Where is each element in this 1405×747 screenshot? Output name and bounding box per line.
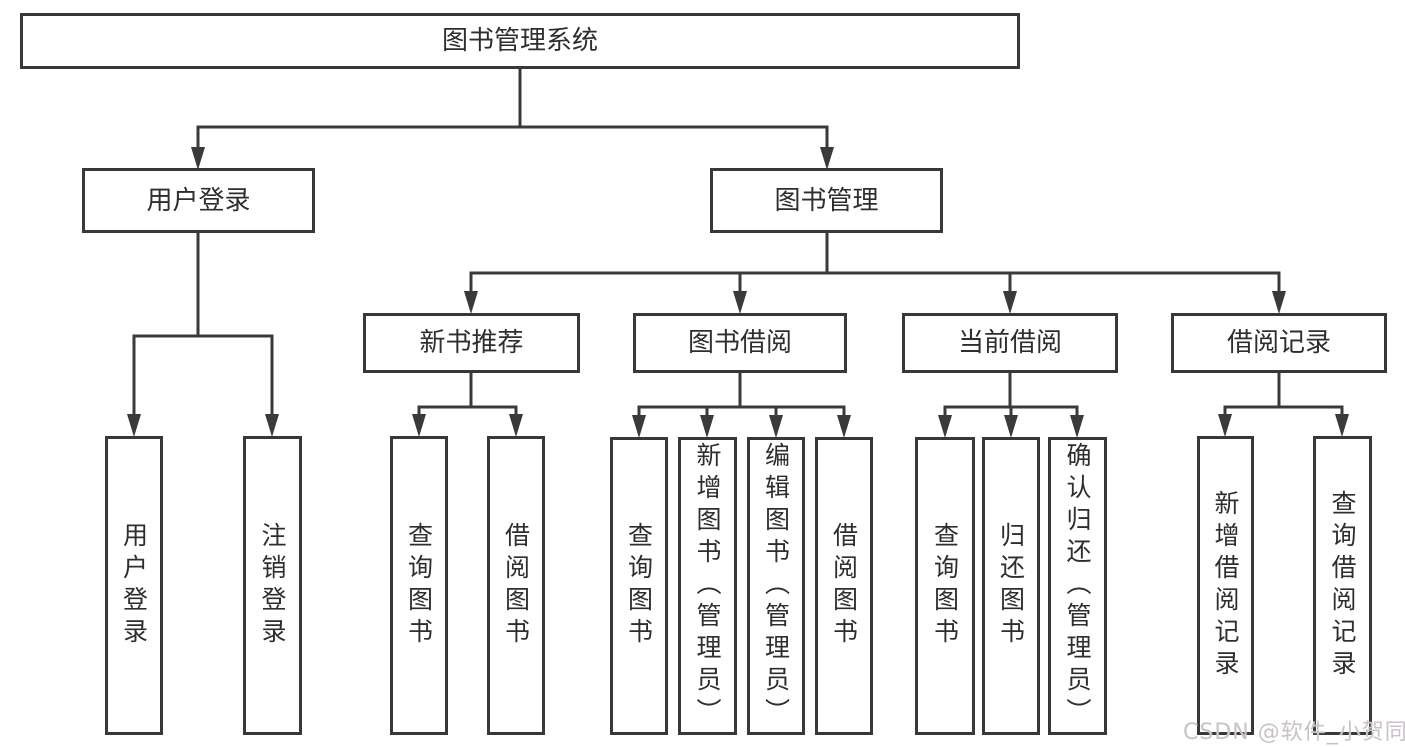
leaf-recommend-borrow-book: 借阅图书 bbox=[487, 436, 545, 735]
leaf-label: 查询借阅记录 bbox=[1328, 489, 1357, 682]
connector-new-book-recommend-to-leaves bbox=[417, 373, 518, 418]
node-new-book-recommend: 新书推荐 bbox=[363, 313, 580, 373]
connector-current-borrow-to-leaves bbox=[943, 373, 1079, 418]
leaf-label: 查询图书 bbox=[930, 522, 960, 650]
leaf-label: 用户登录 bbox=[119, 521, 149, 650]
connector-root-to-level2 bbox=[196, 68, 829, 149]
connector-borrow-records-to-leaves bbox=[1223, 373, 1344, 418]
node-user-login: 用户登录 bbox=[82, 168, 315, 233]
leaf-edit-book-admin: 编辑图书（管理员） bbox=[747, 437, 805, 735]
leaf-borrow-query-book: 查询图书 bbox=[610, 437, 668, 735]
leaf-label: 归还图书 bbox=[996, 522, 1026, 650]
node-book-management: 图书管理 bbox=[710, 168, 943, 233]
node-label: 图书借阅 bbox=[687, 328, 792, 358]
node-current-borrow: 当前借阅 bbox=[902, 313, 1118, 373]
leaf-label: 编辑图书（管理员） bbox=[761, 442, 791, 730]
node-book-borrow: 图书借阅 bbox=[633, 313, 847, 373]
node-label: 新书推荐 bbox=[419, 328, 524, 358]
leaf-user-login: 用户登录 bbox=[105, 436, 163, 735]
leaf-add-book-admin: 新增图书（管理员） bbox=[678, 437, 737, 735]
node-label: 当前借阅 bbox=[957, 328, 1062, 358]
leaf-return-book: 归还图书 bbox=[982, 437, 1040, 735]
connector-user-login-to-leaves bbox=[132, 233, 274, 417]
leaf-current-query-book: 查询图书 bbox=[915, 437, 975, 735]
node-label: 图书管理 bbox=[774, 185, 879, 216]
csdn-watermark: CSDN @软件_小贺同学 bbox=[1183, 720, 1405, 745]
node-root-library-management-system: 图书管理系统 bbox=[20, 13, 1020, 69]
leaf-label: 查询图书 bbox=[404, 521, 434, 650]
leaf-logout: 注销登录 bbox=[243, 436, 302, 735]
leaf-label: 新增借阅记录 bbox=[1211, 489, 1240, 682]
leaf-label: 新增图书（管理员） bbox=[693, 442, 722, 730]
leaf-borrow-book: 借阅图书 bbox=[815, 437, 873, 735]
node-borrow-records: 借阅记录 bbox=[1171, 313, 1387, 373]
leaf-add-borrow-record: 新增借阅记录 bbox=[1197, 436, 1254, 735]
leaf-label: 确认归还（管理员） bbox=[1063, 442, 1092, 730]
leaf-label: 借阅图书 bbox=[829, 522, 859, 650]
leaf-query-borrow-record: 查询借阅记录 bbox=[1313, 436, 1372, 735]
leaf-confirm-return-admin: 确认归还（管理员） bbox=[1048, 437, 1107, 735]
connector-book-borrow-to-leaves bbox=[637, 373, 846, 418]
leaf-label: 注销登录 bbox=[258, 521, 287, 650]
node-label: 图书管理系统 bbox=[441, 26, 598, 56]
connector-book-management-to-level3 bbox=[469, 233, 1281, 294]
node-label: 用户登录 bbox=[146, 185, 251, 216]
leaf-label: 借阅图书 bbox=[501, 521, 531, 650]
node-label: 借阅记录 bbox=[1226, 328, 1331, 358]
leaf-label: 查询图书 bbox=[624, 522, 654, 650]
leaf-recommend-query-book: 查询图书 bbox=[390, 436, 448, 735]
